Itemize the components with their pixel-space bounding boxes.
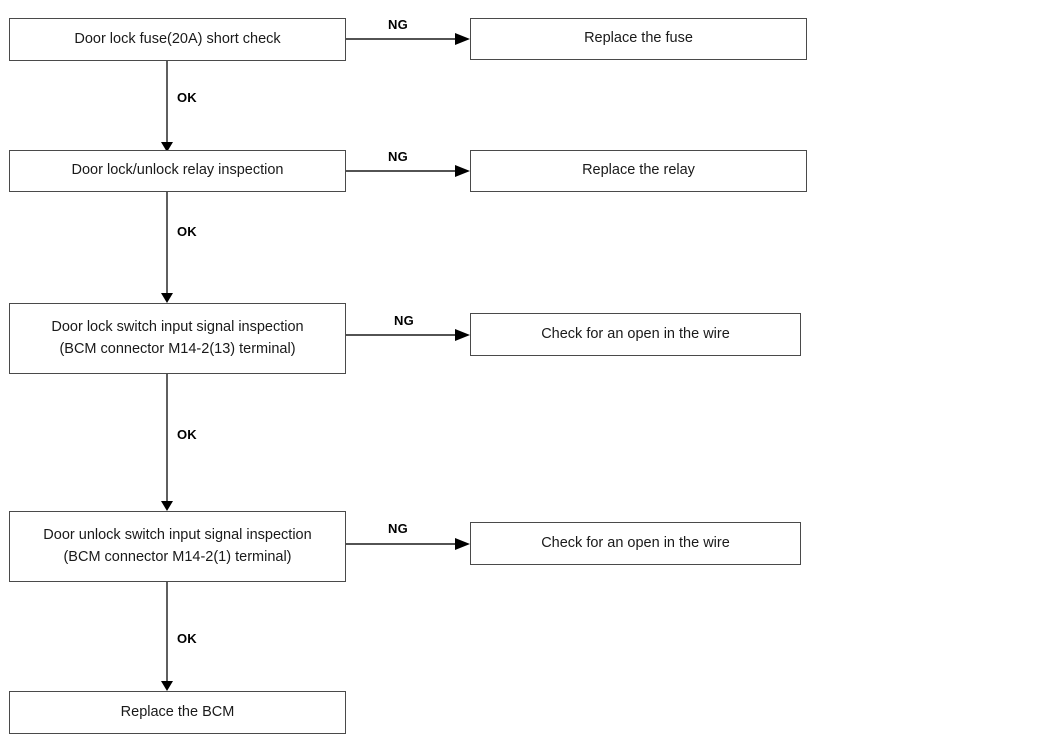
step-box-step1[interactable]: Door lock fuse(20A) short check: [9, 18, 346, 61]
edge-label-step2-ng: NG: [388, 149, 408, 164]
edge-label-step2-ok: OK: [177, 224, 197, 239]
edge-label-step4-ng: NG: [388, 521, 408, 536]
step-box-step3[interactable]: Door lock switch input signal inspection…: [9, 303, 346, 374]
result-box-step3[interactable]: Check for an open in the wire: [470, 313, 801, 356]
arrowhead-step2-ng: [455, 165, 470, 177]
result-box-step2[interactable]: Replace the relay: [470, 150, 807, 192]
final-box-replace-bcm[interactable]: Replace the BCM: [9, 691, 346, 734]
result-box-step4-label: Check for an open in the wire: [541, 534, 730, 551]
step-box-step3-label-line2: (BCM connector M14-2(13) terminal): [59, 340, 296, 357]
arrowhead-step4-ok: [161, 681, 173, 691]
final-box-label: Replace the BCM: [120, 703, 235, 720]
arrowhead-step4-ng: [455, 538, 470, 550]
result-box-step1[interactable]: Replace the fuse: [470, 18, 807, 60]
result-box-step1-label: Replace the fuse: [584, 30, 693, 47]
step-box-step1-label-line1: Door lock fuse(20A) short check: [74, 30, 281, 47]
edge-label-step1-ok: OK: [177, 90, 197, 105]
step-box-step3-label-line1: Door lock switch input signal inspection: [51, 319, 304, 336]
step-box-step2-label-line1: Door lock/unlock relay inspection: [71, 162, 284, 179]
arrowhead-step3-ok: [161, 501, 173, 511]
step-box-step4[interactable]: Door unlock switch input signal inspecti…: [9, 511, 346, 582]
step-box-step4-label-line2: (BCM connector M14-2(1) terminal): [63, 548, 292, 565]
arrowhead-step2-ok: [161, 293, 173, 303]
edge-label-step3-ok: OK: [177, 427, 197, 442]
result-box-step3-label: Check for an open in the wire: [541, 325, 730, 342]
result-box-step2-label: Replace the relay: [582, 162, 695, 179]
edge-label-step1-ng: NG: [388, 17, 408, 32]
arrowhead-step1-ng: [455, 33, 470, 45]
step-box-step4-label-line1: Door unlock switch input signal inspecti…: [43, 527, 312, 544]
step-box-step2[interactable]: Door lock/unlock relay inspection: [9, 150, 346, 192]
result-box-step4[interactable]: Check for an open in the wire: [470, 522, 801, 565]
edge-label-step3-ng: NG: [394, 313, 414, 328]
arrowhead-step3-ng: [455, 329, 470, 341]
edge-label-step4-ok: OK: [177, 631, 197, 646]
